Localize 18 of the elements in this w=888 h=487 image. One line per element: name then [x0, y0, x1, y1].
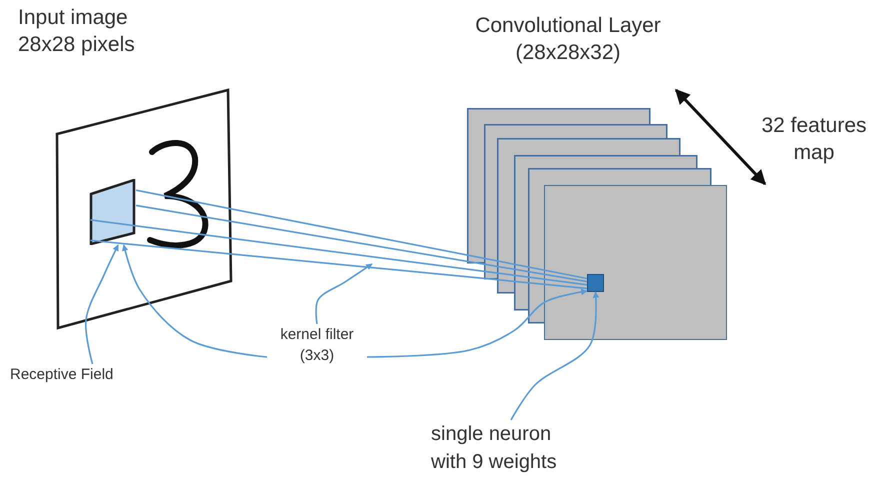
annotation-text: Receptive Field	[10, 364, 175, 388]
layer-title: Convolutional Layer (28x28x32)	[474, 13, 662, 66]
leader-line	[510, 291, 600, 420]
leader-line	[84, 244, 119, 364]
connection-line	[90, 240, 588, 290]
annotation-text: kernel filter (3x3)	[267, 324, 367, 368]
neuron-square	[587, 274, 604, 292]
heading-text: Input image 28x28 pixels	[18, 5, 136, 58]
leader-line	[315, 263, 373, 324]
annotation-text: single neuron with 9 weights	[431, 420, 591, 480]
annotation-text: 32 features map	[760, 113, 868, 166]
leader-line	[122, 244, 268, 358]
connection-line	[136, 189, 588, 280]
connection-line	[90, 219, 588, 286]
leader-line	[367, 288, 588, 358]
feature-map	[544, 185, 727, 340]
receptive-field-patch	[89, 179, 136, 245]
connection-line	[136, 204, 588, 282]
